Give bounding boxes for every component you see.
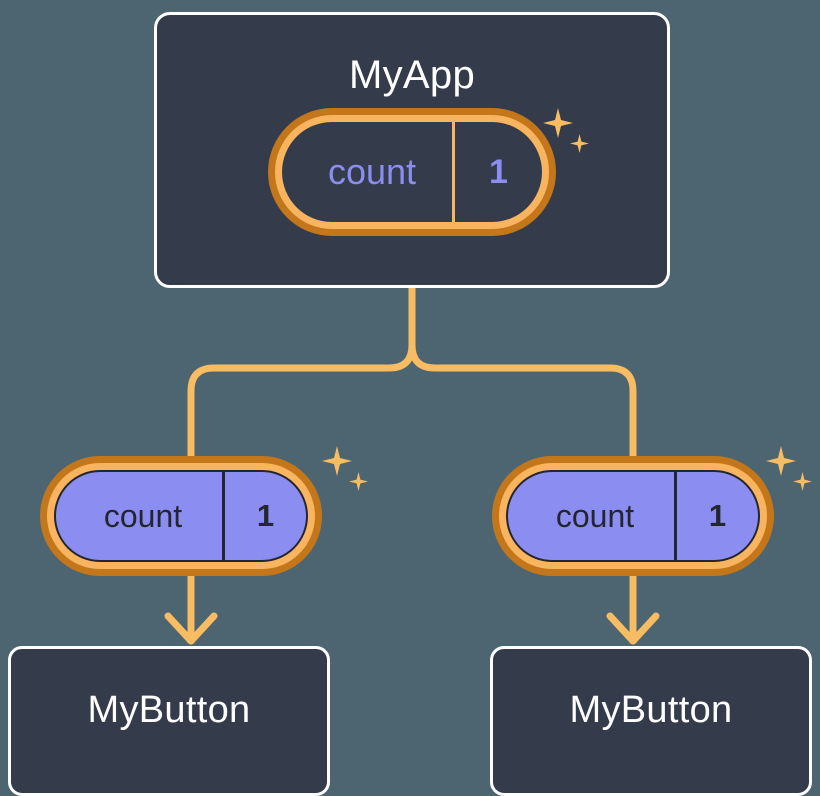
arrow-down-left-icon [164, 612, 218, 645]
component-title-mybutton-right: MyButton [569, 689, 733, 731]
state-pill-ring: count 1 [275, 115, 549, 229]
component-card-mybutton-right[interactable]: MyButton [490, 646, 812, 796]
state-value-label: 1 [452, 122, 542, 222]
state-pill-child-right[interactable]: count 1 [492, 456, 774, 576]
state-pill-ring: count 1 [47, 463, 315, 569]
state-pill-face: count 1 [54, 470, 308, 562]
branch-connector-left-icon [187, 284, 416, 460]
state-pill-face: count 1 [506, 470, 760, 562]
state-key-label: count [555, 497, 635, 534]
state-pill-child-left[interactable]: count 1 [40, 456, 322, 576]
component-title-mybutton-left: MyButton [87, 689, 251, 731]
component-title-myapp: MyApp [349, 53, 475, 97]
sparkle-small-icon [349, 472, 368, 491]
state-pill-myapp[interactable]: count 1 [268, 108, 556, 236]
branch-connector-right-icon [408, 284, 637, 460]
sparkle-icon [322, 446, 352, 476]
diagram-canvas: MyApp count 1 count 1 count 1 [8, 12, 812, 796]
state-pill-ring: count 1 [499, 463, 767, 569]
state-pill-face: count 1 [282, 122, 542, 222]
sparkle-icon [766, 446, 796, 476]
state-value-label: 1 [222, 472, 306, 560]
state-key-label: count [103, 497, 183, 534]
arrow-down-right-icon [606, 612, 660, 645]
sparkle-small-icon [793, 472, 812, 491]
state-value-label: 1 [674, 472, 758, 560]
state-key-label: count [327, 151, 417, 192]
component-card-mybutton-left[interactable]: MyButton [8, 646, 330, 796]
